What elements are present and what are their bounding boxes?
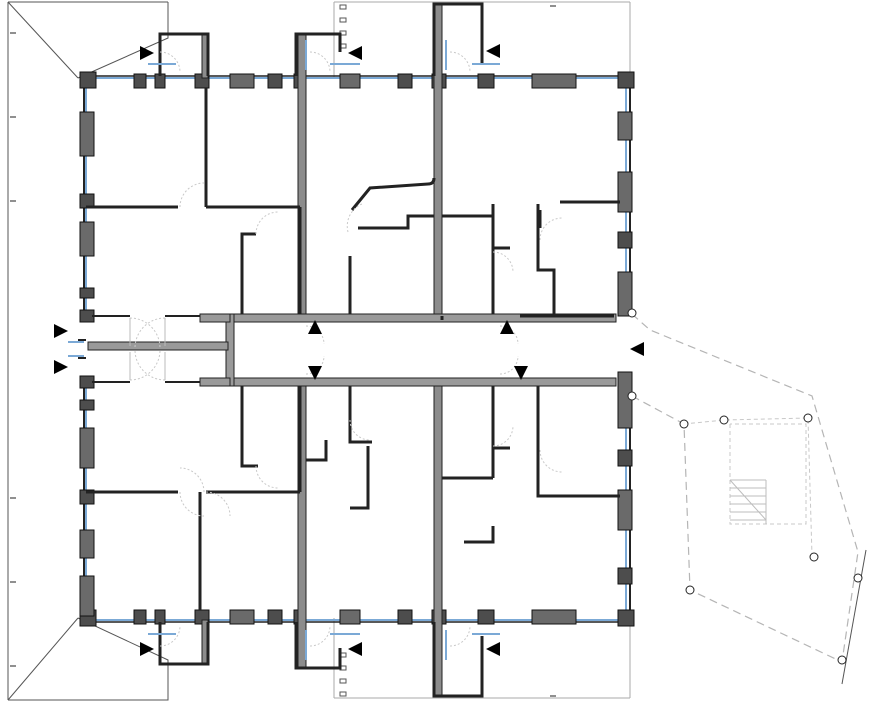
entrance-arrow — [514, 366, 528, 380]
canopy-post — [679, 419, 689, 429]
entrance-arrow — [486, 642, 500, 656]
entrance-arrow — [140, 46, 154, 60]
site-canopy — [627, 308, 867, 685]
canopy-post — [627, 308, 637, 318]
canopy-post — [809, 552, 819, 562]
canopy-post — [685, 585, 695, 595]
canopy-post — [719, 415, 729, 425]
canopy-post — [627, 391, 637, 401]
partitions-upper — [86, 88, 620, 320]
entrance-arrow — [348, 46, 362, 60]
entrance-porches-top — [148, 2, 500, 76]
door-swings — [129, 51, 563, 647]
facade-pillars — [79, 71, 635, 627]
entrance-arrow — [54, 360, 68, 374]
canopy-post — [853, 573, 863, 583]
canopy-post — [837, 655, 847, 665]
entrance-arrow — [630, 342, 644, 356]
roof-outline-left — [7, 1, 169, 701]
entrance-arrow — [500, 320, 514, 334]
canopy-stair — [729, 479, 767, 524]
central-corridor — [87, 313, 617, 387]
entrance-arrow — [140, 642, 154, 656]
entrance-arrow — [308, 366, 322, 380]
canopy-post — [803, 413, 813, 423]
entrance-arrow — [54, 324, 68, 338]
roof-outline-right — [333, 1, 631, 699]
partitions-lower — [86, 386, 620, 610]
entrance-arrow — [486, 44, 500, 58]
entrance-arrow — [308, 320, 322, 334]
entrance-arrows — [54, 44, 644, 656]
entrance-arrow — [348, 642, 362, 656]
structural-walls — [201, 3, 443, 697]
left-entrance — [68, 339, 86, 359]
entrance-porches-bottom — [148, 622, 500, 698]
